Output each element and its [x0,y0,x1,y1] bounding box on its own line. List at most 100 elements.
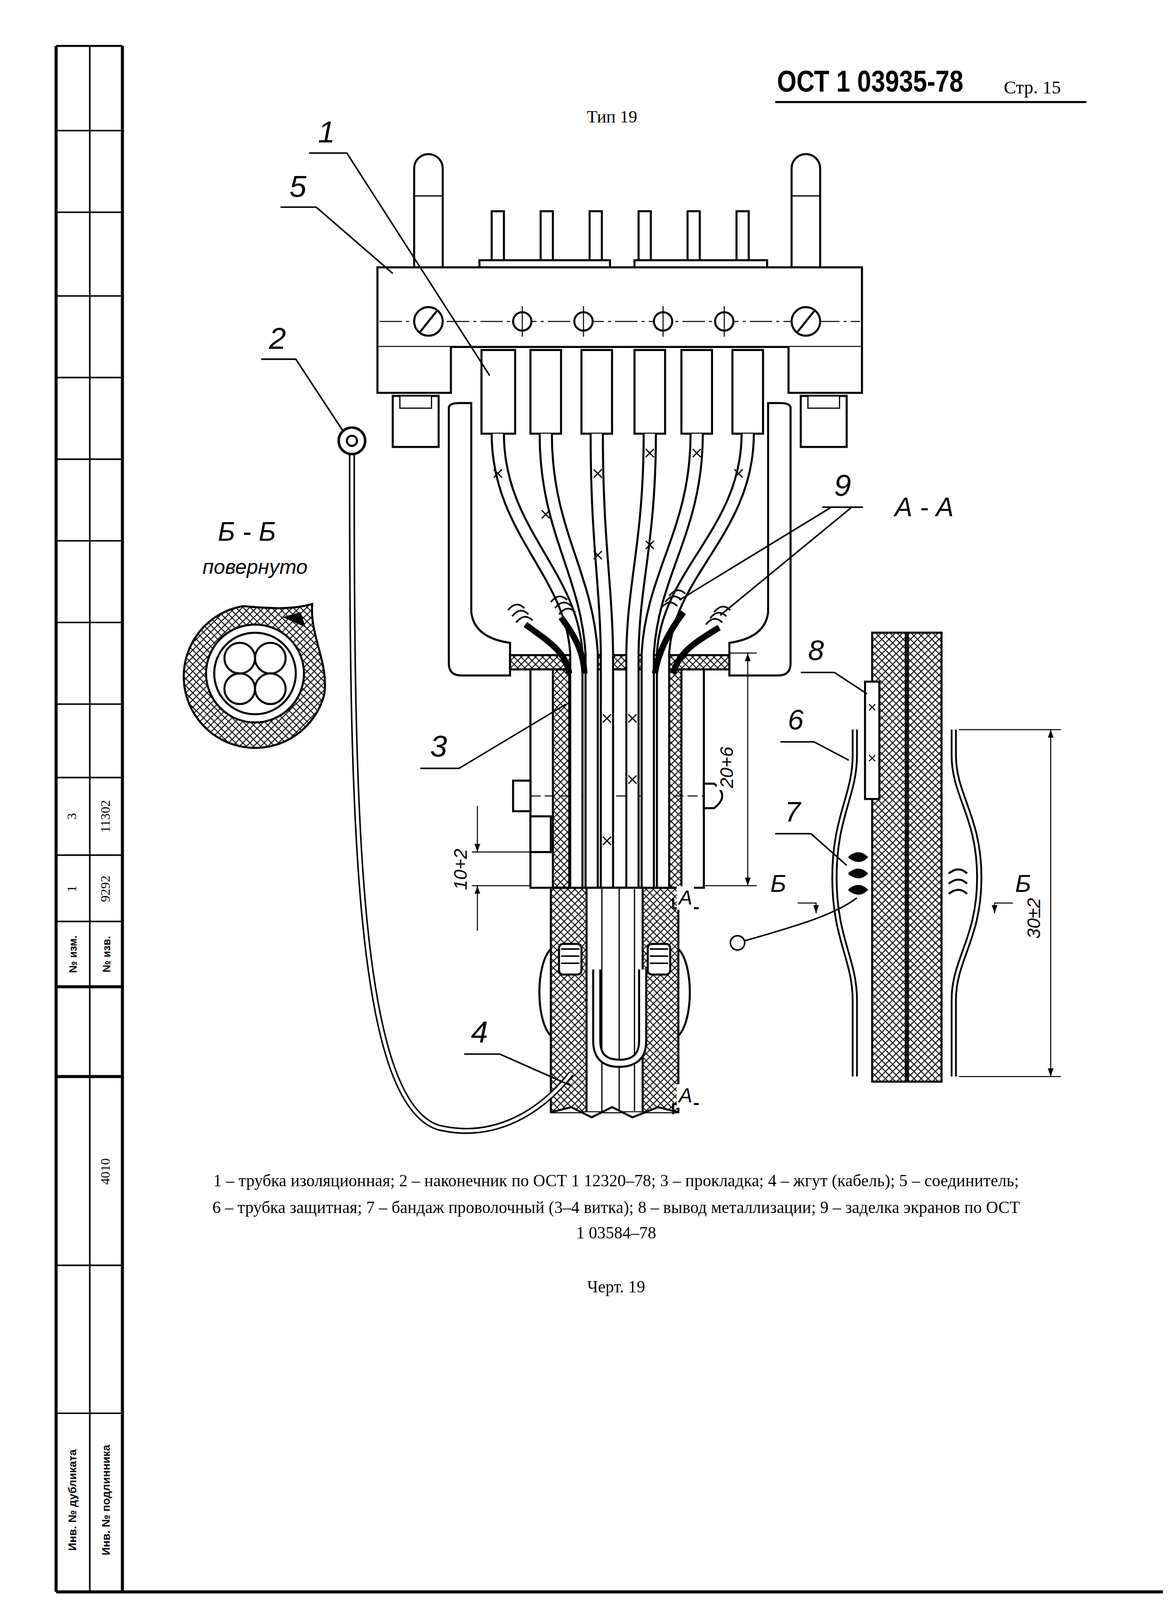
drawing-path [645,449,655,458]
drawing-line [56,621,123,623]
change-cell: 1 [64,883,81,895]
drawing-path [848,852,867,894]
drawing-rect [540,211,553,263]
drawing-g [522,306,724,337]
drawing-rect [530,669,704,888]
drawing-rect [481,350,515,434]
callout-number: 9 [831,468,854,504]
drawing-line [56,985,123,989]
drawing-g [508,590,731,625]
drawing-line [729,652,758,654]
drawing-line [56,539,123,542]
dimension: 10+2 [450,846,472,892]
section-mark: А [676,1084,695,1108]
drawing-circle [791,307,821,336]
drawing-line [530,795,704,797]
section-a-a [730,632,1061,1082]
drawing-path [541,510,550,519]
ground-lead [338,427,572,1131]
drawing-circle [346,435,357,446]
drawing-rect [589,211,602,263]
callout-number: 1 [315,115,338,151]
section-b-b [183,604,325,748]
drawing-g [497,433,748,888]
drawing-line [723,306,725,337]
drawing-line [471,851,531,853]
insulating-tubes [481,350,763,434]
drawing-g [497,433,748,888]
drawing-path [791,154,821,268]
drawing-path [596,969,643,1064]
drawing-line [56,44,123,47]
drawing-path [729,403,791,676]
drawing-circle [224,673,255,704]
drawing-path [308,152,490,376]
drawing-circle [730,935,745,950]
drawing-line [662,306,664,337]
drawing-rect [509,654,730,670]
drawing-path [780,741,849,760]
drawing-line [958,728,1061,730]
drawing-circle [205,624,304,723]
drawing-path [692,449,701,458]
document-code: ОСТ 1 03935-78 [775,63,965,100]
drawing-circle [338,427,366,454]
drawing-path [550,596,576,615]
drawing-line [791,195,821,197]
drawing-path [744,897,857,941]
drawing-path [602,714,611,723]
drawing-rect [491,211,504,263]
drawing-path [593,551,602,560]
drawing-line [56,1075,123,1079]
drawing-path [420,703,567,769]
drawing-g [56,130,123,1413]
drawing-path [464,1054,572,1086]
drawing-line [54,45,58,1592]
drawing-path [508,604,533,623]
drawing-line [958,1075,1061,1077]
section-label: А - А [892,493,956,524]
drawing-path [797,903,817,914]
drawing-line [601,887,603,1113]
drawing-rect [513,780,531,812]
drawing-rect [638,211,651,263]
change-cell: 11302 [98,797,114,835]
drawing-path [377,346,451,393]
drawing-circle [224,642,255,674]
drawing-line [618,887,621,1113]
drawing-rect [732,350,763,434]
drawing-path [602,836,611,846]
drawing-path [628,775,637,784]
drawing-circle [254,673,286,704]
drawing-line [56,1590,1164,1594]
drawing-rect [530,816,551,853]
change-cell: № изм. [66,933,79,975]
drawing-line [56,703,123,705]
drawing-g [797,729,1061,1077]
drawing-path [834,729,856,1077]
drawing-path [834,729,856,1077]
drawing-path [593,469,602,478]
drawing-line [56,376,123,379]
drawing-line [414,195,443,197]
drawing-line [56,854,123,856]
section-mark: А [676,886,695,910]
drawing-path [561,948,669,963]
change-cell: № изв. [99,933,113,975]
drawing-path [994,903,1013,914]
drawing-line [633,887,636,1113]
drawing-rect [581,350,612,434]
drawing-line [56,776,123,778]
drawing-rect [377,267,862,347]
section-label: Б - Б [215,517,279,548]
drawing-path [550,1107,679,1118]
drawing-path [261,359,343,431]
callout-number: 3 [428,729,450,765]
drawing-line [797,311,815,332]
drawing-line [747,653,748,886]
drawing-line [56,1412,123,1414]
drawing-path [953,729,980,1077]
change-cell: 3 [64,811,81,822]
drawing-rect [687,211,700,263]
